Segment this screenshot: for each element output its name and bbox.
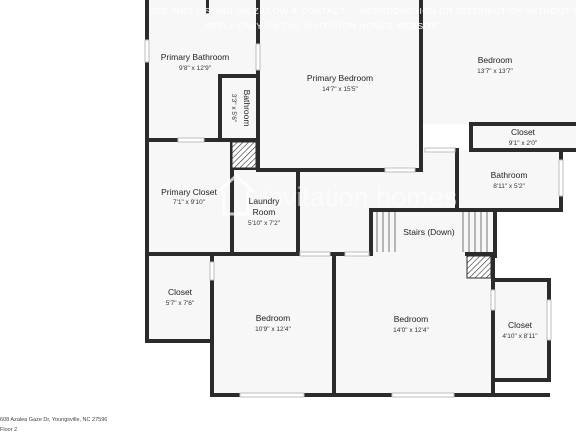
primary-bedroom-label: Primary Bedroom <box>307 73 373 83</box>
bedroom-sw-dim: 10'9" x 12'4" <box>255 326 291 333</box>
primary-bathroom-dim: 9'8" x 12'9" <box>179 65 212 72</box>
bedroom-ne-dim: 13'7" x 13'7" <box>477 68 513 75</box>
bedroom-s-label: Bedroom <box>394 314 429 324</box>
primary-bedroom-floor <box>258 0 421 170</box>
closet-se-dim: 4'10" x 8'11" <box>502 333 538 340</box>
banner-line-2: APPLY ONLY ON THE INVITATION HOMES WEBSI… <box>205 21 439 31</box>
closet-se-label: Closet <box>508 320 533 330</box>
primary-closet-floor <box>147 140 232 254</box>
watermark-text: invitation homes <box>262 182 457 212</box>
closet-se-floor <box>493 280 549 380</box>
room-floors <box>147 0 576 394</box>
closet-ne-dim: 9'1" x 2'0" <box>509 140 538 147</box>
closet-w-dim: 5'7" x 7'6" <box>166 300 195 307</box>
bathroom-e-floor <box>457 150 561 210</box>
closet-w-label: Closet <box>168 287 193 297</box>
bedroom-ne-floor <box>421 0 576 124</box>
banner-line-1: SEE THIS LISTING ON ZILLOW & CONTACT ...… <box>150 6 576 16</box>
laundry-dim: 5'10" x 7'2" <box>248 220 281 227</box>
house-logo-icon <box>217 173 255 216</box>
watermark: invitation homes <box>217 173 457 216</box>
bedroom-sw-label: Bedroom <box>256 313 291 323</box>
stair-treads <box>376 212 488 252</box>
primary-closet-label: Primary Closet <box>161 187 217 197</box>
footer-address: 608 Azalea Gaze Dr, Youngsville, NC 2759… <box>0 417 108 423</box>
laundry-label-line-1: Laundry <box>249 196 280 206</box>
windows <box>144 39 564 398</box>
bathroom-small-floor <box>220 76 258 140</box>
stairs-floor <box>371 210 495 254</box>
bathroom-small-label: Bathroom <box>242 90 252 127</box>
bathroom-small-dim: 3'3" x 5'6" <box>230 94 237 123</box>
primary-bathroom-label: Primary Bathroom <box>161 52 230 62</box>
footer-floor: Floor 2 <box>0 427 18 433</box>
bedroom-ne-label: Bedroom <box>478 55 513 65</box>
bathroom-e-label: Bathroom <box>491 170 528 180</box>
bedroom-s-dim: 14'0" x 12'4" <box>393 327 429 334</box>
closet-ne-label: Closet <box>511 127 536 137</box>
primary-bedroom-dim: 14'7" x 15'5" <box>322 86 358 93</box>
laundry-label-line-2: Room <box>253 207 276 217</box>
closet-w-floor <box>147 254 212 340</box>
room-labels: Primary Bathroom 9'8" x 12'9" Bathroom 3… <box>161 52 539 340</box>
bedroom-sw-floor <box>212 254 334 394</box>
primary-closet-dim: 7'1" x 9'10" <box>173 199 206 206</box>
closet-ne-floor <box>471 124 576 150</box>
bathroom-e-dim: 8'11" x 5'2" <box>493 183 525 190</box>
stairs-label: Stairs (Down) <box>403 227 455 237</box>
